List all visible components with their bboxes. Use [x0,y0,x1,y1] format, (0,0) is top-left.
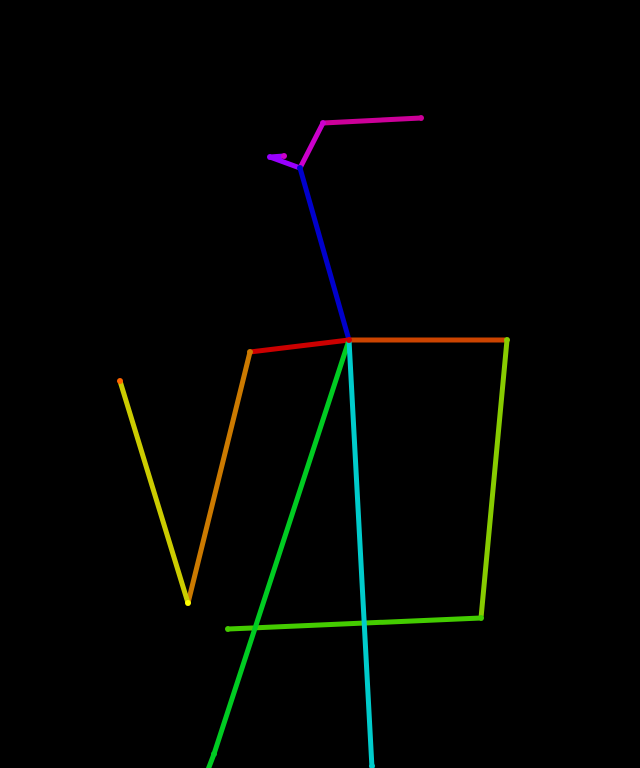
limb-right-upper-arm [478,337,510,621]
limb-right-torso-leg [346,337,375,768]
joint-left-knee [211,751,217,757]
joint-right-ear [320,120,326,126]
joint-right-shoulder [504,337,510,343]
joint-left-elbow [185,600,191,606]
joint-left-ear-tip [281,153,287,159]
limb-right-forearm [225,615,484,632]
limb-left-shoulder [247,337,352,355]
limb-left-upper-arm [185,349,253,606]
limb-neck-right-ear [297,120,326,171]
joint-left-shoulder [247,349,253,355]
limb-left-torso-leg [211,337,352,757]
limb-neck-torso [297,165,352,343]
joint-neck [297,165,303,171]
limb-right-ear-tip [320,115,424,126]
joint-left-wrist [117,378,123,384]
limb-left-torso-leg-ext [205,751,217,768]
limb-left-forearm [117,378,191,606]
joint-right-ear-tip [418,115,424,121]
joint-left-ear [267,154,273,160]
joint-torso [346,337,352,343]
joint-right-elbow [478,615,484,621]
joint-right-knee [369,763,375,768]
joint-right-wrist [225,626,231,632]
